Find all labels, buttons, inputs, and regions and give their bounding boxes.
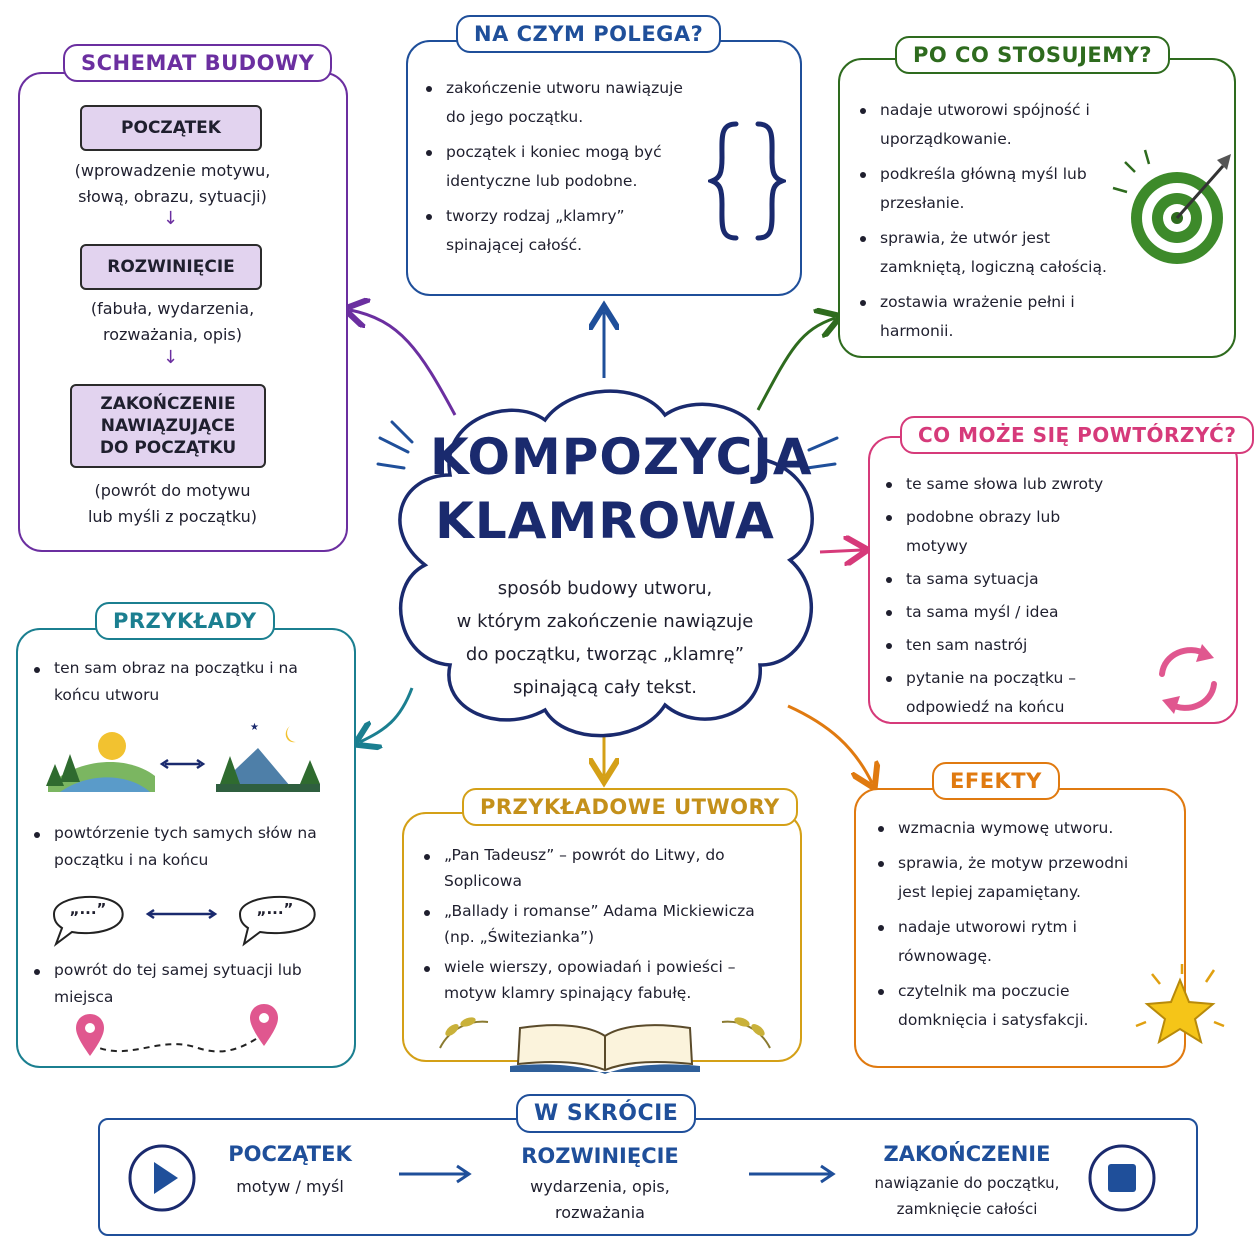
co-moze-list: te same słowa lub zwroty podobne obrazy … bbox=[882, 470, 1122, 726]
list-item: czytelnik ma poczucie domknięcia i satys… bbox=[874, 977, 1138, 1035]
center-title: KOMPOZYCJA KLAMROWA bbox=[430, 425, 813, 553]
list-item: zakończenie utworu nawiązuje do jego poc… bbox=[422, 74, 707, 132]
route-pins-icon bbox=[76, 1004, 278, 1056]
skrocie-head-3: ZAKOŃCZENIE bbox=[883, 1142, 1051, 1166]
przyklady-list-1: ten sam obraz na początku i na końcu utw… bbox=[30, 655, 330, 715]
center-cloud bbox=[398, 389, 814, 738]
schemat-note-2: (fabuła, wydarzenia, rozważania, opis) bbox=[90, 299, 255, 344]
quote-right: „...” bbox=[256, 900, 294, 918]
na-czym-panel bbox=[406, 40, 802, 296]
list-item: podobne obrazy lub motywy bbox=[882, 503, 1122, 561]
right-arrow-icon bbox=[749, 1164, 836, 1184]
landscape-day-night-icon: ★ bbox=[46, 722, 320, 792]
list-item: wiele wierszy, opowiadań i powieści – mo… bbox=[420, 954, 775, 1006]
list-item: powrót do tej samej sytuacji lub miejsca bbox=[30, 957, 330, 1011]
right-arrow-icon bbox=[399, 1164, 472, 1184]
quote-left: „...” bbox=[69, 900, 107, 918]
skrocie-title: W SKRÓCIE bbox=[516, 1094, 697, 1133]
speech-bubbles-icon bbox=[52, 895, 316, 947]
list-item: ten sam nastrój bbox=[882, 631, 1122, 660]
list-item: początek i koniec mogą być identyczne lu… bbox=[422, 138, 707, 196]
play-icon bbox=[128, 1144, 196, 1212]
curly-braces-icon bbox=[708, 121, 786, 241]
na-czym-title: NA CZYM POLEGA? bbox=[456, 15, 722, 53]
skrocie-text-1: motyw / myśl bbox=[236, 1177, 344, 1196]
przyklady-title: PRZYKŁADY bbox=[95, 602, 275, 640]
co-moze-title: CO MOŻE SIĘ POWTÓRZYĆ? bbox=[900, 416, 1254, 454]
list-item: zostawia wrażenie pełni i harmonii. bbox=[856, 288, 1118, 346]
schemat-step-zakonczenie: ZAKOŃCZENIE NAWIĄZUJĄCE DO POCZĄTKU bbox=[70, 384, 266, 468]
center-title-line1: KOMPOZYCJA bbox=[430, 428, 813, 486]
center-sparkles-right bbox=[805, 436, 839, 470]
list-item: te same słowa lub zwroty bbox=[882, 470, 1122, 499]
efekty-title: EFEKTY bbox=[932, 762, 1060, 800]
przyklady-panel bbox=[16, 628, 356, 1068]
efekty-list: wzmacnia wymowę utworu. sprawia, że moty… bbox=[874, 814, 1154, 1041]
list-item: sprawia, że utwór jest zamkniętą, logicz… bbox=[856, 224, 1118, 282]
schemat-step-poczatek: POCZĄTEK bbox=[80, 105, 262, 151]
list-item: sprawia, że motyw przewodni jest lepiej … bbox=[874, 849, 1154, 907]
center-title-line2: KLAMROWA bbox=[435, 492, 775, 550]
star-icon bbox=[1135, 964, 1225, 1045]
down-arrow-icon: ↓ bbox=[163, 347, 179, 368]
list-item: pytanie na początku – odpowiedź na końcu bbox=[882, 664, 1122, 722]
po-co-title: PO CO STOSUJEMY? bbox=[895, 36, 1171, 74]
utwory-list: „Pan Tadeusz” – powrót do Litwy, do Sopl… bbox=[420, 842, 775, 1010]
list-item: nadaje utworowi spójność i uporządkowani… bbox=[856, 96, 1118, 154]
list-item: ta sama myśl / idea bbox=[882, 598, 1122, 627]
svg-text:★: ★ bbox=[250, 722, 259, 733]
target-icon bbox=[1112, 149, 1231, 264]
center-description: sposób budowy utworu, w którym zakończen… bbox=[456, 578, 754, 698]
open-book-icon bbox=[439, 1017, 771, 1074]
schemat-title: SCHEMAT BUDOWY bbox=[63, 44, 333, 82]
list-item: ta sama sytuacja bbox=[882, 565, 1122, 594]
po-co-list: nadaje utworowi spójność i uporządkowani… bbox=[856, 96, 1118, 352]
center-sparkles-left bbox=[376, 420, 414, 470]
list-item: wzmacnia wymowę utworu. bbox=[874, 814, 1154, 843]
stop-icon bbox=[1088, 1144, 1156, 1212]
efekty-panel bbox=[854, 788, 1186, 1068]
list-item: „Ballady i romanse” Adama Mickiewicza (n… bbox=[420, 898, 775, 950]
list-item: nadaje utworowi rytm i równowagę. bbox=[874, 913, 1154, 971]
list-item: powtórzenie tych samych słów na początku… bbox=[30, 820, 330, 874]
schemat-step-rozwiniecie: ROZWINIĘCIE bbox=[80, 244, 262, 290]
przyklady-list-2: powtórzenie tych samych słów na początku… bbox=[30, 820, 330, 880]
utwory-title: PRZYKŁADOWE UTWORY bbox=[462, 788, 798, 826]
down-arrow-icon: ↓ bbox=[163, 208, 179, 229]
skrocie-text-3: nawiązanie do początku, zamknięcie całoś… bbox=[874, 1174, 1060, 1218]
skrocie-head-1: POCZĄTEK bbox=[228, 1142, 352, 1166]
cycle-arrows-icon bbox=[1159, 644, 1217, 714]
skrocie-head-2: ROZWINIĘCIE bbox=[521, 1144, 679, 1168]
na-czym-list: zakończenie utworu nawiązuje do jego poc… bbox=[422, 74, 707, 266]
schemat-note-1: (wprowadzenie motywu, słową, obrazu, syt… bbox=[74, 161, 271, 206]
schemat-panel bbox=[18, 72, 348, 552]
schemat-note-3: (powrót do motywu lub myśli z początku) bbox=[87, 481, 258, 526]
list-item: tworzy rodzaj „klamry” spinającej całość… bbox=[422, 202, 707, 260]
list-item: ten sam obraz na początku i na końcu utw… bbox=[30, 655, 330, 709]
co-moze-panel bbox=[868, 436, 1238, 724]
przyklady-list-3: powrót do tej samej sytuacji lub miejsca bbox=[30, 957, 330, 1017]
skrocie-text-2: wydarzenia, opis, rozważania bbox=[530, 1177, 670, 1222]
list-item: „Pan Tadeusz” – powrót do Litwy, do Sopl… bbox=[420, 842, 775, 894]
list-item: podkreśla główną myśl lub przesłanie. bbox=[856, 160, 1118, 218]
